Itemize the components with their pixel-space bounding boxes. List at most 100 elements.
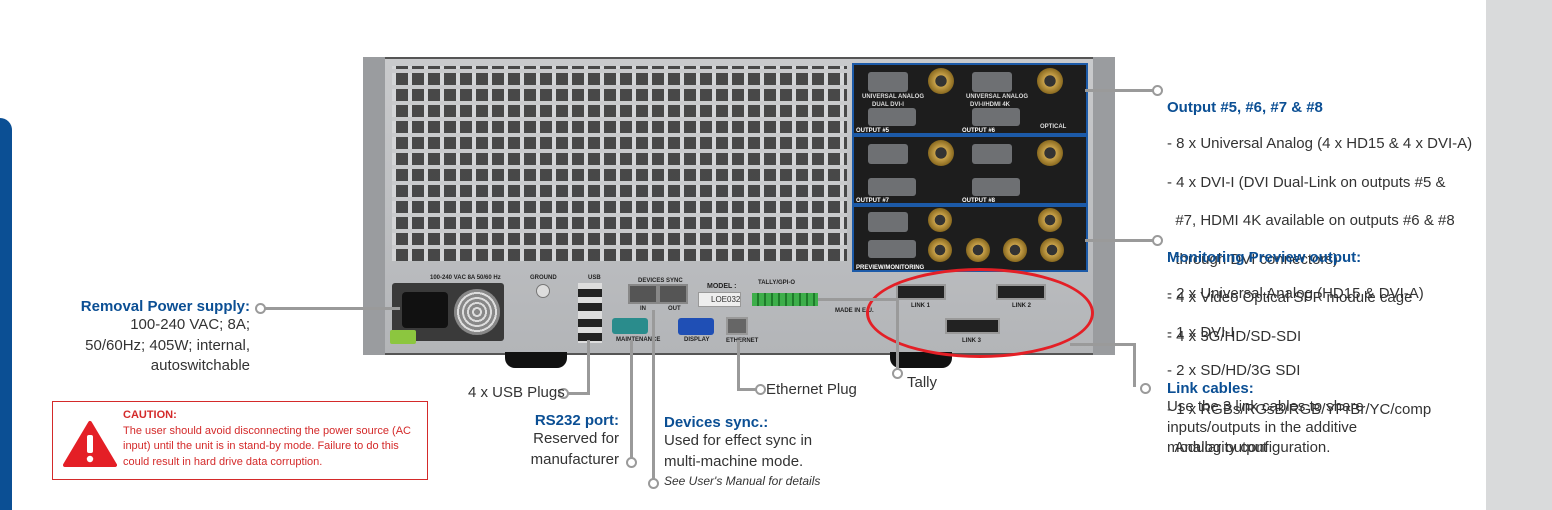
outputs-line: #7, HDMI 4K available on outputs #6 & #8 bbox=[1167, 212, 1455, 229]
link-ports-highlight bbox=[866, 268, 1094, 358]
ethernet-port[interactable] bbox=[726, 317, 748, 335]
callout-dot bbox=[1140, 383, 1151, 394]
maintenance-label: MAINTENANCE bbox=[616, 337, 661, 343]
usb-ports[interactable] bbox=[578, 283, 602, 313]
dvi-connector bbox=[868, 108, 916, 126]
power-supply-callout: Removal Power supply: 100-240 VAC; 8A; 5… bbox=[60, 298, 250, 377]
bnc-connector bbox=[928, 68, 954, 94]
right-rack-ear bbox=[1093, 57, 1115, 355]
usb-callout: 4 x USB Plugs bbox=[468, 384, 565, 401]
device-foot bbox=[890, 352, 952, 368]
link-cables-callout: Link cables: Use the 3 link cables to sh… bbox=[1167, 380, 1364, 459]
display-vga-port[interactable] bbox=[678, 318, 714, 335]
link-title: Link cables: bbox=[1167, 380, 1254, 397]
monitoring-line: - 1 x RGBs/RGsB/RGB/YPrBr/YC/comp bbox=[1167, 400, 1432, 418]
psu-label: 100-240 VAC 8A 50/60 Hz bbox=[430, 275, 501, 281]
callout-dot bbox=[626, 457, 637, 468]
display-label: DISPLAY bbox=[684, 337, 710, 343]
sync-out-port[interactable] bbox=[658, 284, 688, 304]
bnc-connector bbox=[1040, 238, 1064, 262]
output-5-label: OUTPUT #5 bbox=[856, 128, 890, 134]
monitoring-line: Analog output bbox=[1167, 439, 1268, 456]
dvi-connector bbox=[868, 240, 916, 258]
outputs-callout: Output #5, #6, #7 & #8 - 8 x Universal A… bbox=[1167, 81, 1472, 365]
hd15-connector bbox=[972, 144, 1012, 164]
power-callout-line bbox=[265, 307, 400, 310]
callout-dot bbox=[558, 388, 569, 399]
tally-terminal-block[interactable] bbox=[752, 293, 818, 306]
callout-dot bbox=[1152, 235, 1163, 246]
bnc-connector bbox=[966, 238, 990, 262]
monitoring-line: - 2 x SD/HD/3G SDI bbox=[1167, 362, 1301, 379]
power-line: autoswitchable bbox=[150, 357, 250, 374]
outputs-line: through DVI connectors) bbox=[1167, 250, 1338, 268]
rs232-callout: RS232 port: Reserved for manufacturer bbox=[500, 412, 619, 470]
ethernet-callout: Ethernet Plug bbox=[766, 381, 857, 398]
output-7-label: OUTPUT #7 bbox=[856, 198, 890, 204]
usb-ports[interactable] bbox=[578, 313, 602, 343]
usb-label: USB bbox=[588, 275, 601, 281]
port-label: UNIVERSAL ANALOG bbox=[966, 94, 1029, 100]
bnc-connector bbox=[928, 140, 954, 166]
ground-screw bbox=[536, 284, 550, 298]
link-line: Use the 3 link cables to share bbox=[1167, 398, 1364, 415]
tally-label: TALLY/GPI-O bbox=[758, 280, 796, 286]
psu-release-tab bbox=[390, 330, 416, 344]
link-line: inputs/outputs in the additive bbox=[1167, 418, 1358, 436]
caution-title: CAUTION: bbox=[123, 409, 177, 421]
left-page-tab bbox=[0, 118, 12, 510]
rs232-line: manufacturer bbox=[530, 450, 619, 468]
port-label: UNIVERSAL ANALOG bbox=[862, 94, 925, 100]
sync-note: See User's Manual for details bbox=[664, 474, 821, 488]
rs232-port[interactable] bbox=[612, 318, 648, 334]
port-label: OPTICAL bbox=[1040, 124, 1067, 130]
hd15-connector bbox=[972, 72, 1012, 92]
rs232-title: RS232 port: bbox=[534, 412, 619, 429]
warning-icon bbox=[63, 421, 117, 467]
outputs-line: - 4 x Video Optical SFP module cage bbox=[1167, 289, 1413, 306]
outputs-title: Output #5, #6, #7 & #8 bbox=[1167, 99, 1323, 116]
sync-in-label: IN bbox=[640, 306, 646, 312]
port-label: DUAL DVI-I bbox=[872, 102, 904, 108]
hd15-connector bbox=[868, 144, 908, 164]
callout-dot bbox=[755, 384, 766, 395]
callout-dot bbox=[255, 303, 266, 314]
made-in-label: MADE IN E.U. bbox=[835, 308, 874, 314]
dvi-connector bbox=[868, 178, 916, 196]
outputs-line: - 4 x DVI-I (DVI Dual-Link on outputs #5… bbox=[1167, 173, 1446, 191]
devices-sync-callout: Devices sync.: Used for effect sync in m… bbox=[664, 414, 820, 488]
right-page-tab bbox=[1486, 90, 1526, 510]
callout-dot bbox=[648, 478, 659, 489]
preview-label: PREVIEW/MONITORING bbox=[856, 265, 925, 271]
bnc-connector bbox=[928, 238, 952, 262]
monitoring-title: Monitoring Preview output: bbox=[1167, 249, 1362, 266]
bnc-connector bbox=[1038, 208, 1062, 232]
power-line: 100-240 VAC; 8A; bbox=[130, 316, 250, 333]
sync-out-label: OUT bbox=[668, 306, 681, 312]
sync-line: Used for effect sync in bbox=[664, 432, 813, 449]
rs232-line: Reserved for bbox=[533, 430, 619, 447]
fan-icon bbox=[454, 289, 500, 335]
hd15-connector bbox=[868, 212, 908, 232]
caution-box: CAUTION: The user should avoid disconnect… bbox=[52, 401, 428, 480]
ac-inlet bbox=[402, 292, 448, 328]
callout-dot bbox=[892, 368, 903, 379]
callout-dot bbox=[1152, 85, 1163, 96]
model-number: LOE032 bbox=[711, 295, 741, 304]
outputs-line: - 4 x 3G/HD/SD-SDI bbox=[1167, 327, 1302, 345]
dvi-connector bbox=[972, 178, 1020, 196]
hd15-connector bbox=[868, 72, 908, 92]
output-6-label: OUTPUT #6 bbox=[962, 128, 996, 134]
sync-line: multi-machine mode. bbox=[664, 452, 804, 470]
bnc-connector bbox=[1037, 68, 1063, 94]
ground-label: GROUND bbox=[530, 275, 557, 281]
monitoring-callout: Monitoring Preview output: - 2 x Univers… bbox=[1167, 231, 1431, 477]
left-rack-ear bbox=[363, 57, 385, 355]
port-label: DVI-I/HDMI 4K bbox=[970, 102, 1011, 108]
sync-in-port[interactable] bbox=[628, 284, 658, 304]
monitoring-line: - 2 x Universal Analog (HD15 & DVI-A) bbox=[1167, 285, 1424, 302]
bnc-connector bbox=[928, 208, 952, 232]
sync-title: Devices sync.: bbox=[664, 414, 769, 431]
devices-sync-label: DEVICES SYNC bbox=[638, 278, 683, 284]
caution-text: The user should avoid disconnecting the … bbox=[123, 424, 411, 468]
